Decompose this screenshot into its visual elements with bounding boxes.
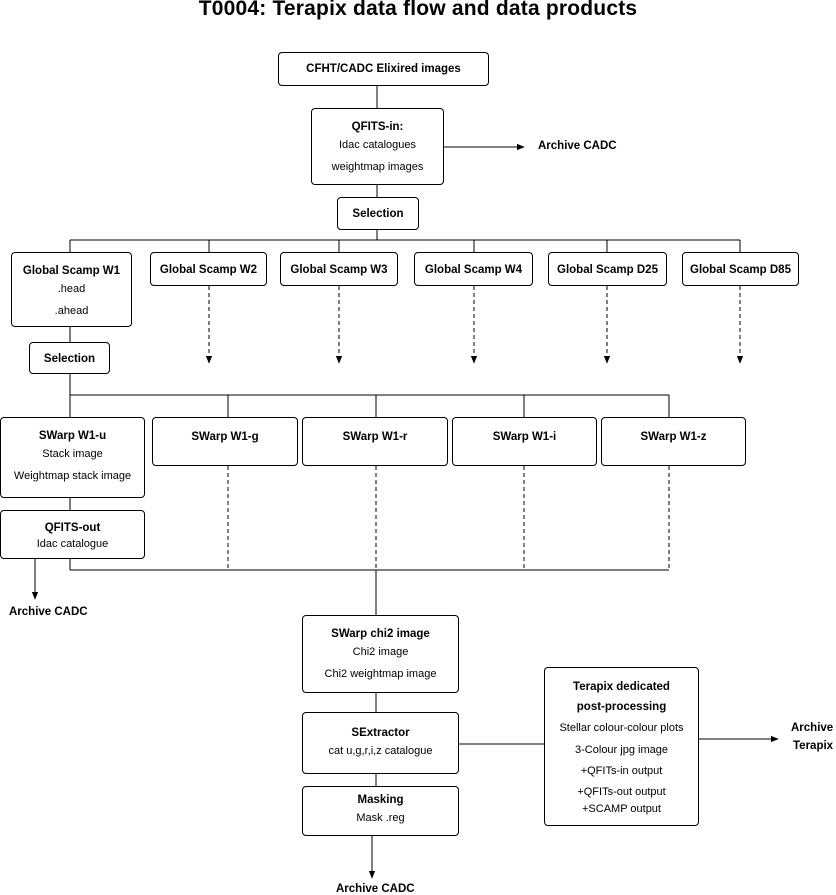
archive-cadc-bottom-label: Archive CADC: [336, 883, 415, 895]
node-swarp-w1-z: SWarp W1-z: [601, 417, 746, 466]
node-qfits-in: QFITS-in: Idac catalogues weightmap imag…: [311, 108, 444, 185]
node-line: Mask .reg: [356, 812, 405, 824]
node-scamp-d85: Global Scamp D85: [682, 252, 799, 286]
node-title: SWarp W1-i: [492, 431, 557, 443]
node-title: Global Scamp W1: [22, 265, 121, 277]
node-title: Global Scamp W3: [290, 264, 388, 276]
node-line: .head: [57, 283, 86, 295]
archive-terapix-label-line2: Terapix: [793, 740, 834, 752]
node-line: Chi2 weightmap image: [324, 668, 437, 680]
node-selection-top: Selection: [337, 197, 419, 230]
node-title: SWarp W1-u: [38, 430, 107, 442]
node-line: Stack image: [42, 448, 103, 460]
node-scamp-w1: Global Scamp W1 .head .ahead: [11, 252, 132, 327]
node-title: SWarp W1-z: [640, 431, 707, 443]
node-line: Stellar colour-colour plots: [559, 722, 684, 734]
node-title: Global Scamp W4: [424, 264, 523, 276]
node-line: Idac catalogues: [338, 139, 417, 151]
archive-cadc-top-label: Archive CADC: [538, 140, 617, 152]
node-scamp-w4: Global Scamp W4: [414, 252, 533, 286]
node-title: SWarp W1-r: [342, 431, 408, 443]
node-post-processing: Terapix dedicated post-processing Stella…: [544, 667, 699, 826]
node-line: +QFITs-out output: [577, 785, 666, 798]
node-title: SWarp W1-g: [191, 431, 259, 443]
archive-terapix-label-line1: Archive: [791, 722, 834, 734]
node-swarp-w1-r: SWarp W1-r: [302, 417, 448, 466]
node-title-line: post-processing: [576, 701, 667, 713]
node-line: weightmap images: [331, 161, 424, 173]
node-swarp-w1-i: SWarp W1-i: [452, 417, 597, 466]
node-title: Selection: [43, 353, 96, 365]
node-qfits-out: QFITS-out Idac catalogue: [0, 510, 145, 559]
node-swarp-chi2: SWarp chi2 image Chi2 image Chi2 weightm…: [302, 615, 459, 693]
node-title: SExtractor: [351, 727, 410, 739]
node-line: Weightmap stack image: [13, 470, 132, 482]
node-swarp-w1-g: SWarp W1-g: [152, 417, 298, 466]
node-title: CFHT/CADC Elixired images: [306, 63, 461, 75]
diagram-title: T0004: Terapix data flow and data produc…: [198, 0, 638, 20]
node-line: +SCAMP output: [582, 802, 661, 815]
node-title: SWarp chi2 image: [331, 628, 430, 640]
node-title: Masking: [357, 794, 404, 806]
node-scamp-d25: Global Scamp D25: [548, 252, 667, 286]
node-title: Global Scamp W2: [159, 264, 258, 276]
node-line: Chi2 image: [352, 646, 409, 658]
node-title-line: Terapix dedicated: [573, 681, 670, 693]
node-line: Idac catalogue: [36, 538, 109, 550]
archive-cadc-left-label: Archive CADC: [9, 606, 88, 618]
node-line: 3-Colour jpg image: [575, 743, 668, 756]
node-scamp-w2: Global Scamp W2: [150, 252, 267, 286]
node-masking: Masking Mask .reg: [302, 786, 459, 836]
node-title: Global Scamp D25: [557, 264, 658, 276]
node-title: Selection: [352, 208, 404, 220]
node-title: QFITS-in:: [351, 121, 404, 133]
node-line: +QFITs-in output: [580, 765, 663, 777]
node-sextractor: SExtractor cat u,g,r,i,z catalogue: [302, 712, 459, 774]
node-elixired-images: CFHT/CADC Elixired images: [278, 52, 489, 86]
node-swarp-w1-u: SWarp W1-u Stack image Weightmap stack i…: [0, 417, 145, 498]
node-line: .ahead: [54, 305, 89, 317]
node-line: cat u,g,r,i,z catalogue: [328, 745, 433, 757]
node-title: Global Scamp D85: [690, 264, 791, 276]
node-title: QFITS-out: [44, 522, 101, 534]
node-scamp-w3: Global Scamp W3: [280, 252, 398, 286]
node-selection-w1: Selection: [29, 342, 110, 374]
